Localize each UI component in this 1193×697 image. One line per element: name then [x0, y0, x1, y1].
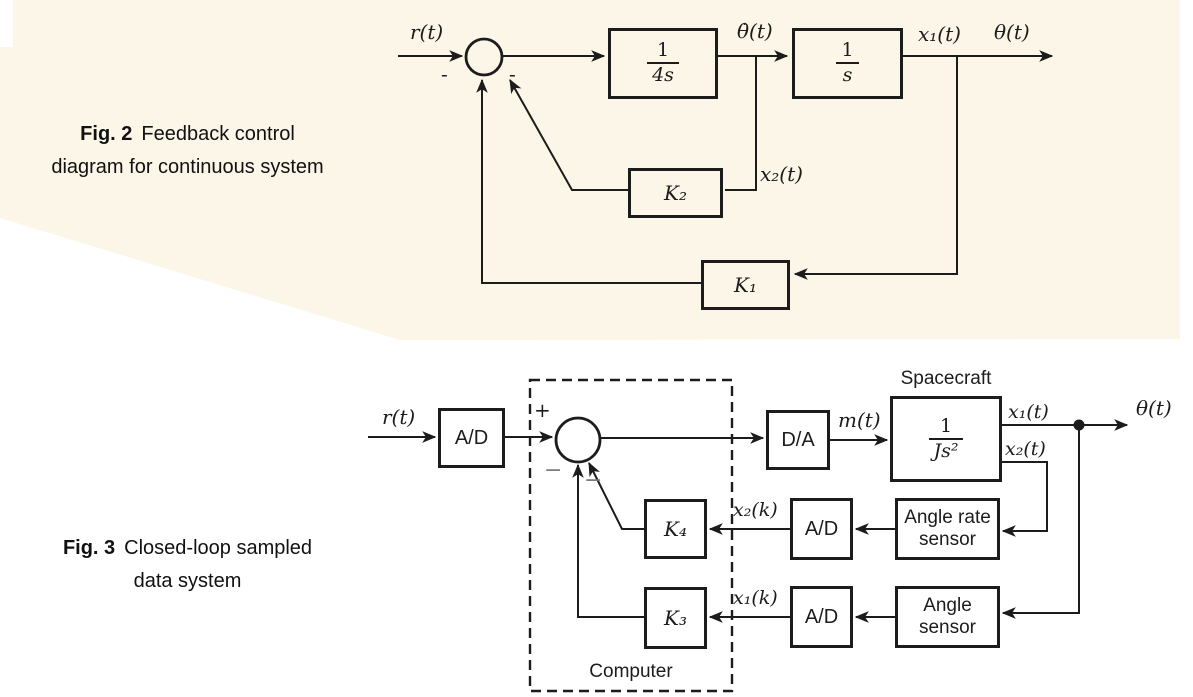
fig3-plus-sign: + — [534, 398, 551, 422]
fig3-computer-boundary — [528, 378, 734, 693]
fig3-plant-numerator: 1 — [939, 414, 953, 437]
fig3-minus-sign-1: − — [544, 458, 563, 483]
fig3-block-angle-sensor: Angle sensor — [895, 586, 1000, 648]
fig3-computer-label: Computer — [589, 661, 673, 682]
fig3-caption-text-line1: Closed-loop sampled — [124, 537, 313, 559]
fig3-wire-k3-to-sum — [572, 463, 644, 618]
fig2-block-1-over-4s: 1 4s — [608, 28, 718, 99]
fig3-block-k3: K₃ — [644, 587, 707, 649]
fig3-block-ad-angle: A/D — [790, 586, 853, 648]
fig3-x2-label: x₂(t) — [1005, 438, 1046, 460]
fig2-theta-label: θ(t) — [994, 20, 1030, 44]
fig2-wire-k2-to-sum — [509, 78, 628, 191]
fig3-wires — [368, 378, 1129, 693]
fig3-minus-sign-2: − — [584, 468, 603, 493]
fig3-caption-text-line2: data system — [133, 570, 242, 592]
fig2-plant2-denominator: s — [836, 62, 859, 87]
fig2-plant1-numerator: 1 — [656, 39, 670, 62]
fig2-wire-branch-to-k2 — [725, 56, 757, 191]
fig3-summing-junction — [554, 416, 602, 464]
fig2-plant1-denominator: 4s — [647, 62, 679, 87]
fig3-x1-label: x₁(t) — [1008, 401, 1049, 423]
fig3-block-ad-input: A/D — [438, 408, 505, 468]
fig2-wires — [398, 37, 1054, 284]
fig3-theta-label: θ(t) — [1136, 396, 1172, 420]
fig2-block-k1: K₁ — [701, 260, 790, 310]
fig2-minus-sign-right: - — [509, 62, 516, 86]
fig3-block-angle-rate-sensor: Angle rate sensor — [895, 498, 1000, 560]
fig3-wire-branch-to-angle-sensor — [1001, 425, 1080, 619]
fig3-wire-k4-to-sum — [588, 461, 644, 530]
fig3-m-label: m(t) — [838, 408, 881, 432]
fig2-x1-label: x₁(t) — [918, 22, 961, 46]
fig2-summing-junction — [464, 37, 504, 77]
fig2-r-label: r(t) — [410, 20, 444, 44]
fig3-caption: Fig. 3 Closed-loop sampled data system — [5, 532, 370, 598]
fig2-caption: Fig. 2 Feedback control diagram for conti… — [5, 118, 370, 184]
fig2-x2-label: x₂(t) — [760, 162, 803, 186]
fig3-block-ad-rate: A/D — [790, 498, 853, 560]
fig2-caption-number: Fig. 2 — [80, 123, 133, 145]
fig3-wire-x2-to-rate-sensor — [1001, 461, 1048, 537]
fig2-caption-text-line2: diagram for continuous system — [51, 156, 324, 178]
fig2-block-1-over-s: 1 s — [792, 28, 903, 99]
fig2-plant2-fraction: 1 s — [836, 39, 859, 87]
fig2-caption-text-line1: Feedback control — [141, 123, 295, 145]
fig3-caption-number: Fig. 3 — [62, 537, 116, 559]
fig2-plant2-numerator: 1 — [841, 39, 854, 62]
fig3-block-k4: K₄ — [644, 499, 707, 559]
fig3-r-label: r(t) — [382, 405, 416, 429]
fig2-plant1-fraction: 1 4s — [647, 39, 679, 87]
fig2-wire-k1-to-sum — [476, 78, 701, 284]
fig3-x2k-label: x₂(k) — [733, 499, 778, 521]
fig3-x1k-label: x₁(k) — [733, 587, 778, 609]
fig3-spacecraft-label: Spacecraft — [900, 368, 992, 389]
fig2-block-k2: K₂ — [628, 168, 723, 218]
fig3-plant-denominator: Js² — [928, 437, 964, 463]
fig2-minus-sign-left: - — [441, 62, 448, 86]
fig3-block-da: D/A — [766, 410, 830, 470]
fig3-plant-fraction: 1 Js² — [928, 414, 964, 463]
fig3-block-spacecraft-plant: 1 Js² — [890, 396, 1002, 482]
fig2-wire-branch-to-k1 — [793, 56, 958, 280]
fig2-theta-dot-label: θ̇(t) — [737, 19, 773, 43]
